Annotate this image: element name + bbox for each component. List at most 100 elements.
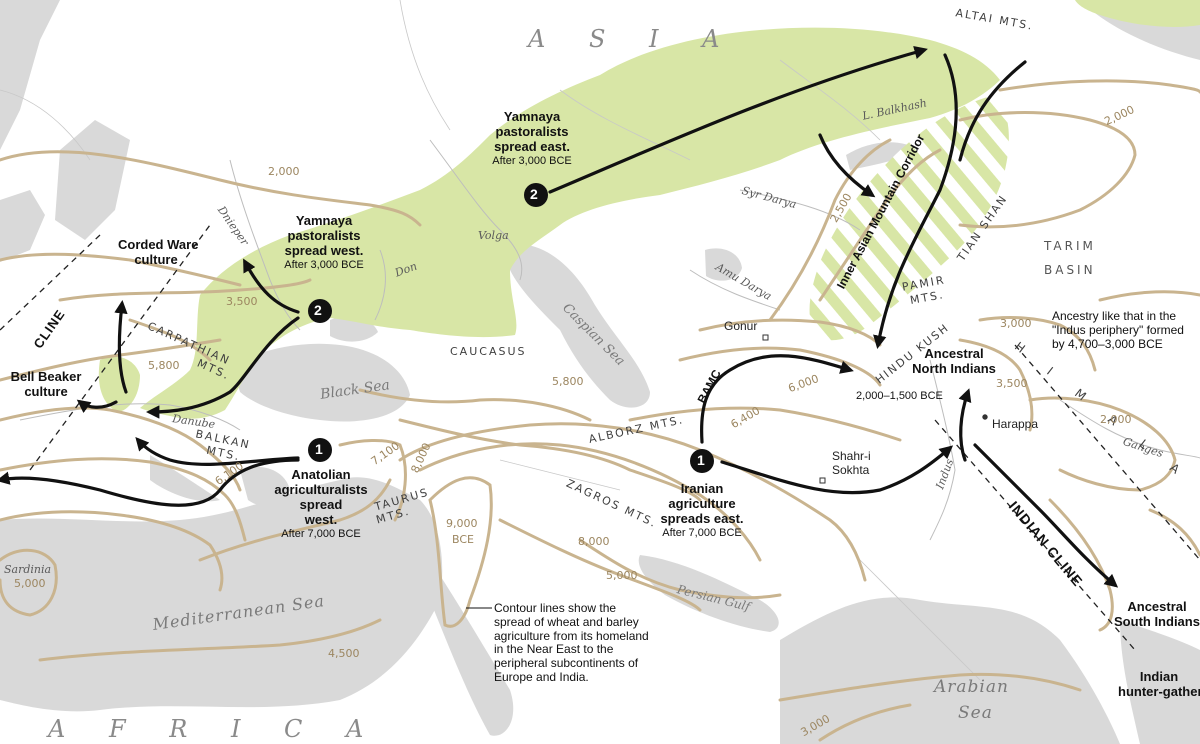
arabian-sea-label-2: Sea (958, 703, 993, 723)
contour-5000-sard: 5,000 (14, 577, 46, 590)
corded-ware-line-1: Corded Ware (118, 237, 199, 252)
bell-beaker-line-1: Bell Beaker (10, 369, 82, 384)
baltic-water (55, 120, 130, 240)
contour-2000-ganges: 2,000 (1100, 413, 1132, 426)
bay-water (1120, 620, 1200, 744)
yamnaya-west-date: After 3,000 BCE (284, 258, 364, 271)
arrow-anatolian-a (0, 458, 300, 507)
atlantic-water (0, 0, 60, 150)
anatolian-title-4: west. (304, 511, 338, 527)
yamnaya-west-title-3: spread west. (284, 242, 364, 258)
iranian-title-1: Iranian (680, 481, 724, 496)
yamnaya-east-title-3: spread east. (494, 138, 570, 154)
caucasus-label: CAUCASUS (450, 345, 527, 358)
marker-anatolian (308, 438, 332, 462)
gonur-label: Gonur (724, 319, 758, 333)
yamnaya-west-title-1: Yamnaya (295, 213, 353, 228)
marker-anatolian-number: 1 (315, 441, 323, 457)
indian-cline-boundary-b (1014, 344, 1200, 561)
anatolian-date: After 7,000 BCE (281, 527, 361, 540)
arrow-ani-north (958, 388, 972, 462)
contour-3500-europe: 3,500 (226, 295, 258, 308)
europe-cline-boundary-b (29, 224, 211, 471)
iranian-title-3: spreads east. (660, 510, 744, 526)
sardinia-label: Sardinia (4, 563, 52, 576)
marker-yamnaya-west-number: 2 (314, 302, 322, 318)
steppe-patch-hungary (98, 356, 140, 412)
shahr-line-1: Shahr-i (832, 449, 871, 463)
harappa-label: Harappa (992, 417, 1039, 431)
harappa-marker (982, 414, 988, 420)
contour-note: Contour lines show the spread of wheat a… (494, 601, 649, 684)
asi-line-1: Ancestral (1127, 600, 1187, 614)
ihg-line-2: hunter-gatherers (1118, 683, 1200, 699)
indus-periphery-line-3: by 4,700–3,000 BCE (1052, 336, 1163, 351)
shahr-marker (819, 477, 826, 484)
aegean-water (240, 466, 290, 507)
iranian-date: After 7,000 BCE (662, 526, 742, 539)
bell-beaker-label: Bell Beaker culture (6, 369, 86, 400)
corded-ware-line-2: culture (134, 251, 178, 267)
contour-note-leader (466, 607, 492, 609)
arrow-ne-corridor (958, 60, 1027, 162)
contour-4500: 4,500 (328, 647, 360, 660)
indus-periphery-line-2: "Indus periphery" formed (1052, 322, 1184, 337)
yamnaya-east-title-1: Yamnaya (503, 109, 561, 124)
arrow-bamc (700, 354, 854, 444)
bell-beaker-line-2: culture (24, 383, 68, 399)
marker-yamnaya-east (524, 183, 548, 207)
asi-label: Ancestral South Indians (1114, 600, 1200, 630)
ihg-line-1: Indian (1139, 670, 1179, 684)
yamnaya-west-label: Yamnaya pastoralists spread west. After … (274, 213, 374, 271)
anatolian-title-2: agriculturalists (274, 481, 368, 497)
marker-iranian-number: 1 (697, 452, 705, 468)
region-africa: A F R I C A (48, 715, 382, 743)
arrow-indian-cline (973, 443, 1119, 588)
contour-2000-europe: 2,000 (268, 165, 300, 178)
iranian-label: Iranian agriculture spreads east. After … (652, 481, 752, 539)
contour-5800-cauc: 5,800 (552, 375, 584, 388)
shahr-line-2: Sokhta (832, 462, 870, 477)
steppe-region (140, 27, 1000, 419)
corded-ware-label: Corded Ware culture (118, 237, 199, 268)
arrow-layer (0, 46, 1119, 588)
border-layer (0, 0, 981, 681)
yamnaya-east-title-2: pastoralists (495, 123, 569, 139)
arrow-yamnaya-west-c (114, 299, 128, 394)
north-sea-water (0, 190, 45, 262)
tarim-label-1: TARIM (1044, 239, 1096, 253)
arabian-sea-water (780, 597, 1120, 744)
steppe-patch-ne (1075, 0, 1200, 27)
tarim-label-2: BASIN (1044, 263, 1096, 277)
contour-5800-carp: 5,800 (148, 359, 180, 372)
yamnaya-west-title-2: pastoralists (287, 227, 361, 243)
arrow-north-iamc (818, 133, 876, 198)
arrow-yamnaya-west-d (76, 399, 118, 414)
contour-8000-zag: 8,000 (578, 535, 610, 548)
iamc-corridor (809, 95, 1009, 341)
arrow-iranian (720, 445, 954, 495)
anatolian-title-1: Anatolian (291, 467, 351, 482)
contour-3500-ind: 3,500 (996, 377, 1028, 390)
steppe-layer (98, 0, 1200, 419)
cline-boundaries (0, 224, 1200, 651)
contour-5000-gulf: 5,000 (606, 569, 638, 582)
ani-label: Ancestral North Indians (904, 346, 1004, 377)
arrow-yamnaya-west-b (145, 316, 300, 419)
marker-layer (308, 183, 714, 473)
arabian-sea-label-1: Arabian (934, 677, 1009, 697)
contour-9000: 9,000 (446, 517, 478, 530)
yamnaya-east-date: After 3,000 BCE (492, 154, 572, 167)
anatolian-label: Anatolian agriculturalists spread west. … (264, 467, 378, 540)
asi-line-2: South Indians (1114, 613, 1200, 629)
indus-periphery-line-1: Ancestry like that in the (1052, 309, 1177, 323)
ihg-label: Indian hunter-gatherers (1118, 670, 1200, 700)
marker-iranian (690, 449, 714, 473)
indian-cline-boundary-a (934, 419, 1136, 651)
rivers-layer (19, 139, 1200, 541)
arrow-yamnaya-west-a (243, 258, 300, 314)
arrow-yamnaya-east (548, 46, 928, 194)
indus-periphery-note: Ancestry like that in the "Indus periphe… (1052, 309, 1184, 351)
volga-label: Volga (478, 229, 509, 242)
